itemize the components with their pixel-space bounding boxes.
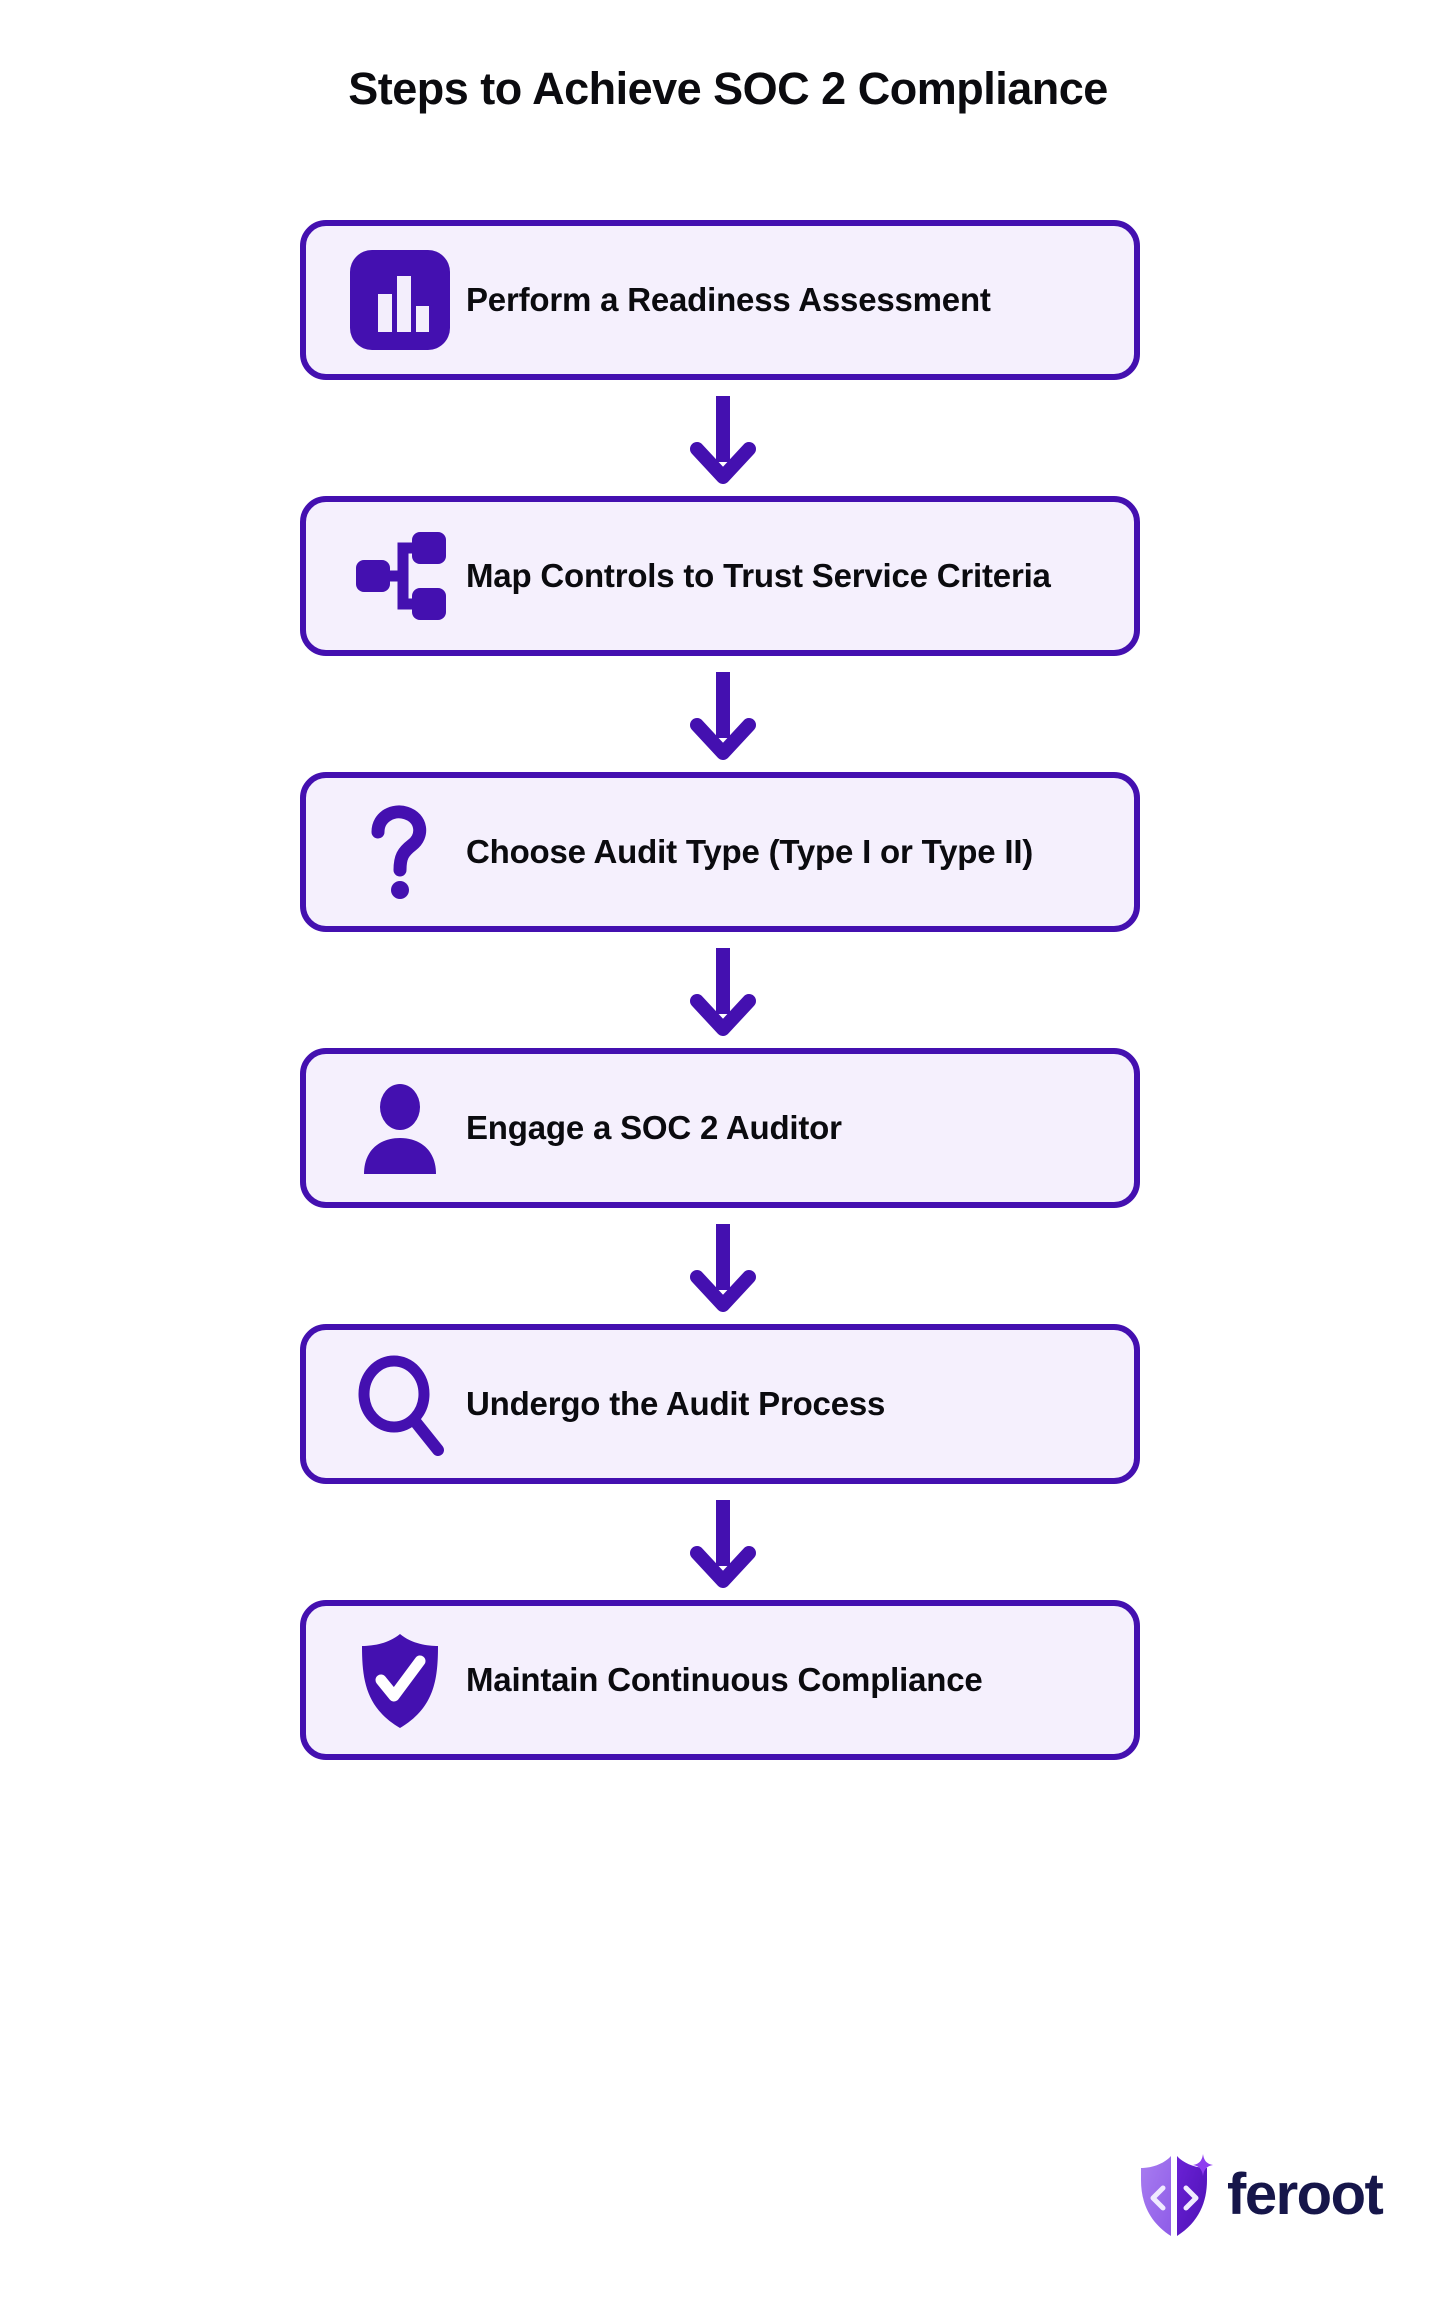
- arrow-down-icon: [690, 396, 756, 484]
- feroot-shield-code-icon: [1141, 2154, 1213, 2236]
- step-3-icon-wrap: [306, 772, 466, 932]
- step-card-3: Choose Audit Type (Type I or Type II): [300, 772, 1140, 932]
- magnifying-glass-icon: [358, 1355, 444, 1456]
- step-5-icon-wrap: [306, 1324, 466, 1484]
- connector-3: [300, 932, 1140, 1048]
- step-card-6: Maintain Continuous Compliance: [300, 1600, 1140, 1760]
- steps-flow: Perform a Readiness Assessment Map Contr…: [300, 220, 1140, 1760]
- step-card-4: Engage a SOC 2 Auditor: [300, 1048, 1140, 1208]
- sitemap-icon: [356, 532, 446, 620]
- bar-chart-icon: [350, 250, 450, 350]
- step-card-5: Undergo the Audit Process: [300, 1324, 1140, 1484]
- step-4-label: Engage a SOC 2 Auditor: [466, 1108, 842, 1146]
- step-2-icon-wrap: [306, 496, 466, 656]
- arrow-down-icon: [690, 1500, 756, 1588]
- step-1-icon-wrap: [306, 220, 466, 380]
- connector-4: [300, 1208, 1140, 1324]
- connector-2: [300, 656, 1140, 772]
- person-icon: [364, 1084, 436, 1174]
- arrow-down-icon: [690, 948, 756, 1036]
- question-mark-icon: [371, 805, 427, 899]
- sparkle-icon: [1193, 2154, 1213, 2176]
- arrow-down-icon: [690, 672, 756, 760]
- connector-5: [300, 1484, 1140, 1600]
- step-3-label: Choose Audit Type (Type I or Type II): [466, 832, 1034, 870]
- arrow-down-icon: [690, 1224, 756, 1312]
- step-2-label: Map Controls to Trust Service Criteria: [466, 556, 1051, 594]
- step-card-1: Perform a Readiness Assessment: [300, 220, 1140, 380]
- step-6-icon-wrap: [306, 1600, 466, 1760]
- feroot-logo: feroot: [1133, 2152, 1384, 2238]
- step-6-label: Maintain Continuous Compliance: [466, 1660, 983, 1698]
- page-title: Steps to Achieve SOC 2 Compliance: [348, 63, 1108, 114]
- step-card-2: Map Controls to Trust Service Criteria: [300, 496, 1140, 656]
- step-4-icon-wrap: [306, 1048, 466, 1208]
- connector-1: [300, 380, 1140, 496]
- feroot-wordmark: feroot: [1227, 2162, 1384, 2227]
- shield-check-icon: [362, 1634, 438, 1728]
- step-1-label: Perform a Readiness Assessment: [466, 280, 991, 318]
- step-5-label: Undergo the Audit Process: [466, 1384, 886, 1422]
